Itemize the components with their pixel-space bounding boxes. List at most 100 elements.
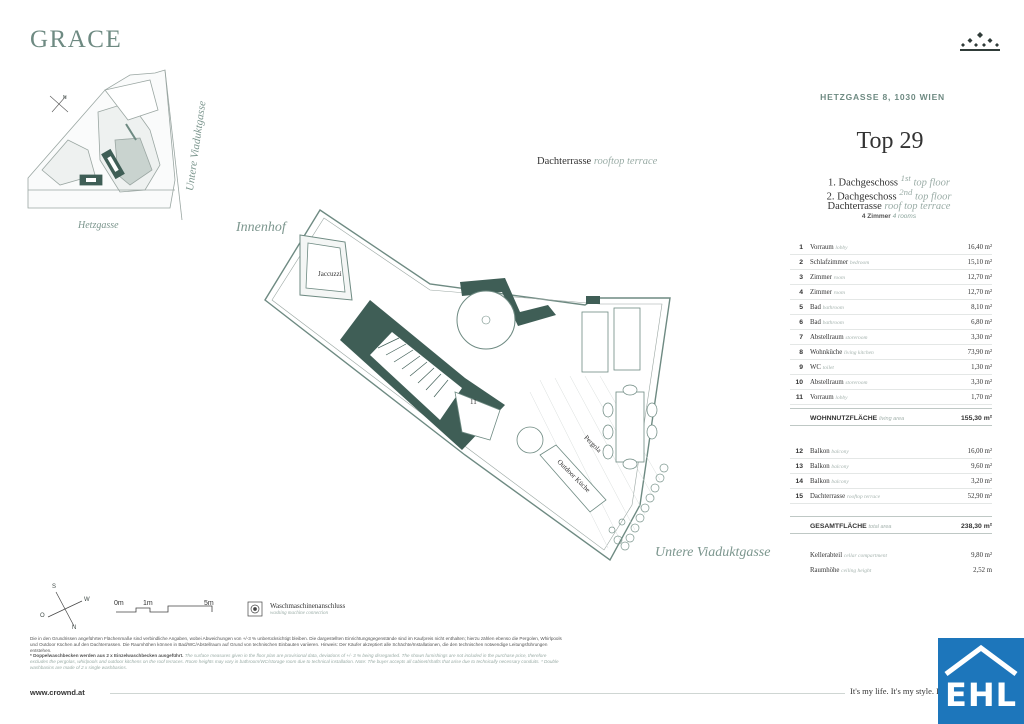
rooms-label-de: Abstellraum bbox=[810, 334, 844, 341]
outdoor-label-en: rooftop terrace bbox=[846, 494, 881, 500]
outdoor-label-de: Dachterrasse bbox=[810, 493, 846, 500]
legend-washing-machine: Waschmaschinenanschluss washing machine … bbox=[270, 602, 345, 616]
living-total-en: living area bbox=[879, 416, 905, 422]
outdoor-value: 52,90 m² bbox=[967, 493, 992, 500]
scale-label-5: 5m bbox=[204, 600, 214, 607]
extras-label: Raumhöhe ceiling height bbox=[810, 563, 871, 579]
rooms-label-en: storeroom bbox=[845, 380, 868, 386]
compass-w: W bbox=[84, 597, 90, 603]
outdoor-row: 15 Dachterrasse rooftop terrace 52,90 m² bbox=[790, 489, 992, 504]
address: HETZGASSE 8, 1030 WIEN bbox=[820, 92, 945, 102]
rooms-value: 3,30 m² bbox=[971, 379, 992, 386]
rooms-number: 8 bbox=[799, 349, 803, 356]
outdoor-label: Dachterrasse rooftop terrace bbox=[810, 489, 880, 505]
outdoor-number: 15 bbox=[795, 493, 803, 500]
floor-plan bbox=[264, 209, 671, 562]
rooms-label-de: Wohnküche bbox=[810, 349, 843, 356]
room-11-label: 11 bbox=[470, 398, 477, 406]
outdoor-label-de: Balkon bbox=[810, 463, 830, 470]
rooms-number: 10 bbox=[795, 379, 803, 386]
rooms-number: 6 bbox=[799, 319, 803, 326]
rooms-label-de: Vorraum bbox=[810, 244, 834, 251]
extras-label-de: Raumhöhe bbox=[810, 567, 840, 574]
outdoor-label-de: Balkon bbox=[810, 478, 830, 485]
rooms-count-en: 4 rooms bbox=[892, 213, 917, 220]
outdoor-label-en: balcony bbox=[831, 479, 849, 485]
site-map bbox=[27, 69, 183, 221]
slogan: It's my life. It's my style. It's bbox=[850, 686, 947, 696]
street-label-main: Untere Viaduktgasse bbox=[655, 545, 771, 560]
washing-machine-icon bbox=[247, 601, 263, 617]
terrace-label-en: rooftop terrace bbox=[593, 156, 658, 167]
floor-2-sup: 2nd bbox=[899, 187, 913, 197]
outdoor-number: 14 bbox=[795, 478, 803, 485]
rooms-label-en: storeroom bbox=[845, 335, 868, 341]
website-link[interactable]: www.crownd.at bbox=[30, 688, 85, 697]
rooms-label-de: Schlafzimmer bbox=[810, 259, 849, 266]
grand-total-de: GESAMTFLÄCHE bbox=[810, 523, 867, 530]
rooms-number: 2 bbox=[799, 259, 803, 266]
extras-label-de: Kellerabteil bbox=[810, 552, 843, 559]
floor-line-1: 1. Dachgeschoss 1st top floor bbox=[760, 172, 1018, 190]
extras-label-en: cellar compartment bbox=[843, 553, 888, 559]
living-total-de: WOHNNUTZFLÄCHE bbox=[810, 415, 878, 422]
rooms-row: 11 Vorraum lobby 1,70 m² bbox=[790, 390, 992, 405]
floor-1-en: top floor bbox=[910, 177, 950, 189]
extras-row: Raumhöhe ceiling height 2,52 m bbox=[790, 563, 992, 578]
outdoor-label-en: balcony bbox=[831, 464, 849, 470]
rooms-label-en: bedroom bbox=[849, 260, 870, 266]
compass bbox=[47, 591, 83, 627]
floor-1-de: 1. Dachgeschoss bbox=[828, 177, 901, 189]
street-label-mini-bottom: Hetzgasse bbox=[78, 220, 119, 231]
rooms-label: Abstellraum storeroom bbox=[810, 375, 868, 391]
rooms-label: Schlafzimmer bedroom bbox=[810, 255, 869, 271]
legend-en: washing machine connection bbox=[270, 611, 329, 616]
rooms-label-de: WC bbox=[810, 364, 821, 371]
compass-o: O bbox=[40, 613, 45, 619]
rooms-value: 1,30 m² bbox=[971, 364, 992, 371]
rooms-value: 1,70 m² bbox=[971, 394, 992, 401]
rooms-label-en: bathroom bbox=[822, 320, 844, 326]
rooms-value: 12,70 m² bbox=[967, 289, 992, 296]
rooms-label-en: lobby bbox=[835, 395, 848, 401]
grand-total-row: GESAMTFLÄCHE total area 238,30 m² bbox=[790, 516, 992, 534]
rooms-value: 73,90 m² bbox=[967, 349, 992, 356]
rooms-row: 10 Abstellraum storeroom 3,30 m² bbox=[790, 375, 992, 390]
rooms-number: 3 bbox=[799, 274, 803, 281]
rooms-label-de: Zimmer bbox=[810, 289, 832, 296]
scale-label-0: 0m bbox=[114, 600, 124, 607]
living-total-area: 155,30 m² bbox=[961, 415, 992, 422]
scale-label-1: 1m bbox=[143, 600, 153, 607]
extras-label: Kellerabteil cellar compartment bbox=[810, 548, 887, 564]
outdoor-value: 16,00 m² bbox=[967, 448, 992, 455]
rooms-label-en: room bbox=[833, 275, 846, 281]
floor-3-de: Dachterrasse bbox=[827, 201, 885, 212]
extras-value: 2,52 m bbox=[973, 567, 992, 574]
terrace-label: Dachterrasse rooftop terrace bbox=[537, 156, 657, 167]
outdoor-label-de: Balkon bbox=[810, 448, 830, 455]
rooms-label: Zimmer room bbox=[810, 270, 845, 286]
mini-compass bbox=[49, 95, 69, 113]
rooms-number: 7 bbox=[799, 334, 803, 341]
rooms-label: Abstellraum storeroom bbox=[810, 330, 868, 346]
rooms-label-de: Vorraum bbox=[810, 394, 834, 401]
footer-divider bbox=[110, 693, 845, 694]
grand-total-en: total area bbox=[868, 524, 892, 530]
extras-label-en: ceiling height bbox=[841, 568, 872, 574]
grand-total-label: GESAMTFLÄCHE total area bbox=[810, 517, 891, 537]
rooms-number: 11 bbox=[795, 394, 803, 401]
